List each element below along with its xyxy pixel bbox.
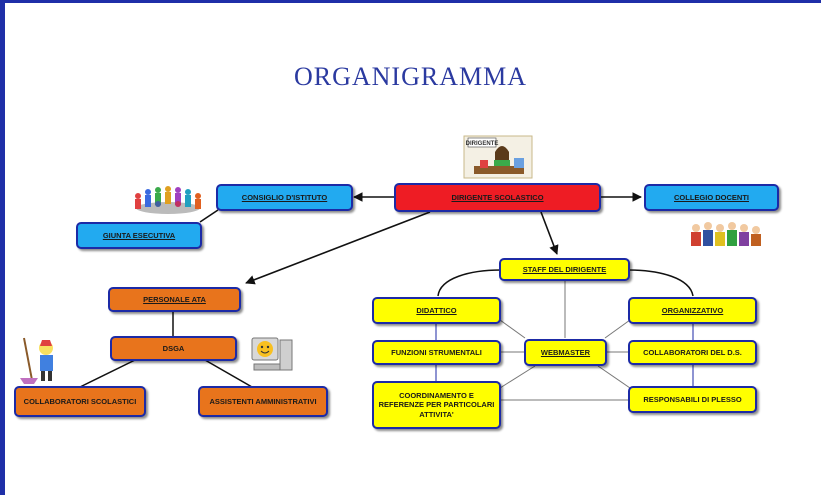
node-dsga: DSGA: [110, 336, 237, 361]
council-people-icon: [135, 186, 201, 214]
arrow-dirigente-ata: [245, 211, 431, 285]
node-collaboratori-scolastici: COLLABORATORI SCOLASTICI: [14, 386, 146, 417]
line-didattico-webmaster: [499, 319, 526, 339]
node-staff-dirigente: STAFF DEL DIRIGENTE: [499, 258, 630, 281]
node-collaboratori-ds: COLLABORATORI DEL D.S.: [628, 340, 757, 365]
diagram-title: ORGANIGRAMMA: [293, 62, 527, 91]
node-assistenti-amministrativi: ASSISTENTI AMMINISTRATIVI: [198, 386, 328, 417]
arc-staff-didattico: [437, 269, 502, 297]
line-consiglio-giunta: [199, 209, 219, 223]
line-coordinamento-webmaster: [499, 365, 536, 389]
node-consiglio-istituto: CONSIGLIO D'ISTITUTO: [216, 184, 353, 211]
node-organizzativo: ORGANIZZATIVO: [628, 297, 757, 324]
dirigente-clipart-icon: DIRIGENTE: [463, 135, 533, 179]
node-dirigente-scolastico: DIRIGENTE SCOLASTICO: [394, 183, 601, 212]
computer-clipart-icon: [251, 337, 293, 371]
line-responsabili-webmaster: [597, 365, 631, 389]
janitor-clipart-icon: [20, 337, 53, 384]
line-dsga-assistenti: [204, 359, 253, 388]
node-personale-ata: PERSONALE ATA: [108, 287, 241, 312]
arc-staff-organizzativo: [627, 269, 694, 297]
line-organizzativo-webmaster: [604, 319, 631, 339]
node-collegio-docenti: COLLEGIO DOCENTI: [644, 184, 779, 211]
node-didattico: DIDATTICO: [372, 297, 501, 324]
node-funzioni-strumentali: FUNZIONI STRUMENTALI: [372, 340, 501, 365]
node-giunta-esecutiva: GIUNTA ESECUTIVA: [76, 222, 202, 249]
arrow-dirigente-staff: [540, 211, 559, 255]
teachers-group-icon: [691, 222, 761, 246]
dirigente-sign-text: DIRIGENTE: [466, 141, 499, 147]
node-coordinamento-referenze: COORDINAMENTO E REFERENZE PER PARTICOLAR…: [372, 381, 501, 429]
line-dsga-collaboratori: [79, 359, 136, 388]
node-responsabili-plesso: RESPONSABILI DI PLESSO: [628, 386, 757, 413]
node-webmaster: WEBMASTER: [524, 339, 607, 366]
